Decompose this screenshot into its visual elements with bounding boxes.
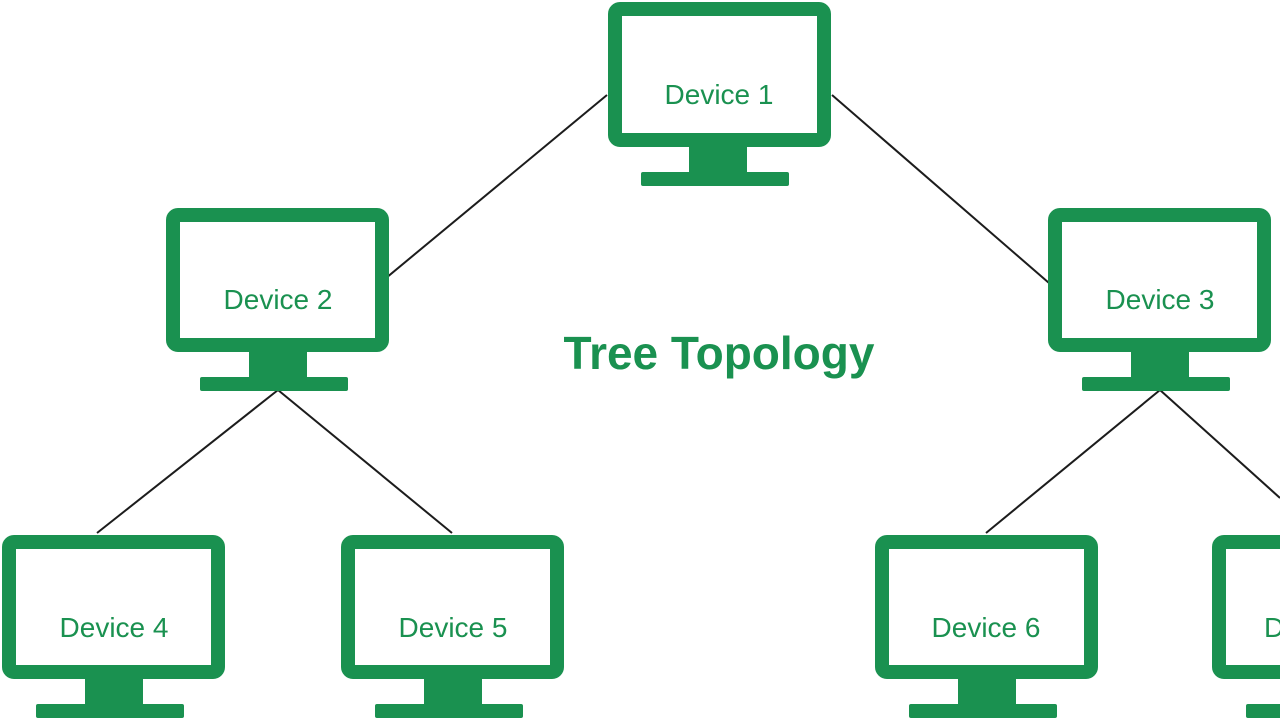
monitor-neck (689, 147, 747, 173)
device-label: Device 4 (60, 612, 169, 643)
device-label: Device 2 (224, 284, 333, 315)
monitor-icon (875, 535, 1098, 679)
device-label: Device 1 (665, 79, 774, 110)
monitor-icon (608, 2, 831, 147)
link-d3-d7 (1159, 389, 1280, 499)
device-label: Device 3 (1106, 284, 1215, 315)
link-d1-d3 (831, 94, 1050, 284)
monitor-icon (341, 535, 564, 679)
connectors (96, 94, 1280, 534)
monitor-base (36, 704, 184, 718)
monitor-base (641, 172, 789, 186)
device-6: Device 6 (875, 535, 1098, 718)
monitor-neck (958, 679, 1016, 705)
link-d1-d2 (379, 94, 608, 284)
monitor-neck (1131, 352, 1189, 378)
device-4: Device 4 (2, 535, 225, 718)
device-3: Device 3 (1048, 208, 1271, 391)
device-1: Device 1 (608, 2, 831, 186)
monitor-neck (85, 679, 143, 705)
link-d2-d4 (96, 389, 279, 534)
monitor-icon (1212, 535, 1280, 679)
diagram-title: Tree Topology (564, 327, 875, 379)
monitor-icon (2, 535, 225, 679)
monitor-base (375, 704, 523, 718)
monitor-base (1246, 704, 1280, 718)
monitor-neck (424, 679, 482, 705)
monitor-base (909, 704, 1057, 718)
device-2: Device 2 (166, 208, 389, 391)
monitor-icon (166, 208, 389, 352)
device-label: Device 5 (399, 612, 508, 643)
device-5: Device 5 (341, 535, 564, 718)
monitor-base (1082, 377, 1230, 391)
monitor-icon (1048, 208, 1271, 352)
monitor-base (200, 377, 348, 391)
link-d3-d6 (985, 389, 1161, 534)
device-label: D (1264, 612, 1280, 643)
device-7: D (1212, 535, 1280, 718)
link-d2-d5 (277, 389, 453, 534)
monitor-neck (249, 352, 307, 378)
device-label: Device 6 (932, 612, 1041, 643)
